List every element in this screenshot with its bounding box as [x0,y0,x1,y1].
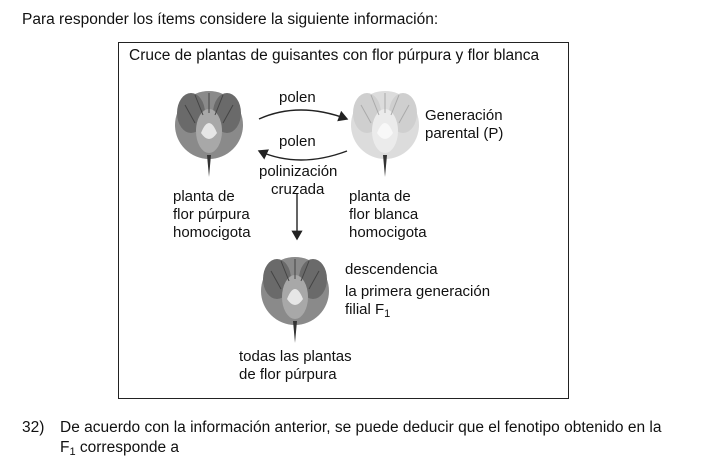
left-plant-line3: homocigota [173,224,251,241]
left-plant-line1: planta de [173,188,235,205]
f1-label-line1: la primera generación [345,283,491,300]
q-f-subscript: 1 [69,446,76,458]
pollen-label-bottom: polen [279,133,316,150]
offspring-label: descendencia [345,261,438,278]
question-text: De acuerdo con la información anterior, … [60,418,705,462]
question-line1: De acuerdo con la información anterior, … [60,419,662,436]
left-plant-line2: flor púrpura [173,206,250,223]
diagram-title: Cruce de plantas de guisantes con flor p… [129,47,540,64]
purple-flower-icon [175,91,243,177]
caption-line2: de flor púrpura [239,366,337,383]
question-line2: F1 corresponde a [60,438,705,462]
q-f-prefix: F [60,439,70,456]
parental-label-1: Generación [425,107,503,124]
question-number: 32) [22,419,45,436]
offspring-flower-icon [261,257,329,343]
q-suffix: corresponde a [75,439,179,456]
f1-label-text: filial F [345,301,385,318]
cross-label-2: cruzada [271,181,325,198]
parental-label-2: parental (P) [425,125,504,142]
cross-label-1: polinización [259,163,338,180]
right-plant-line2: flor blanca [349,206,419,223]
cross-diagram: Cruce de plantas de guisantes con flor p… [118,42,569,399]
intro-text: Para responder los ítems considere la si… [22,11,439,28]
caption-line1: todas las plantas [239,348,352,365]
arrows-layer [257,109,349,241]
right-plant-line1: planta de [349,188,411,205]
white-flower-icon [351,91,419,177]
right-plant-line3: homocigota [349,224,427,241]
pollen-arrow-left [257,149,348,161]
f1-label-line2: filial F1 [345,301,390,323]
f1-subscript: 1 [384,308,391,320]
pollen-label-top: polen [279,89,316,106]
pollen-arrow-right [258,109,349,122]
